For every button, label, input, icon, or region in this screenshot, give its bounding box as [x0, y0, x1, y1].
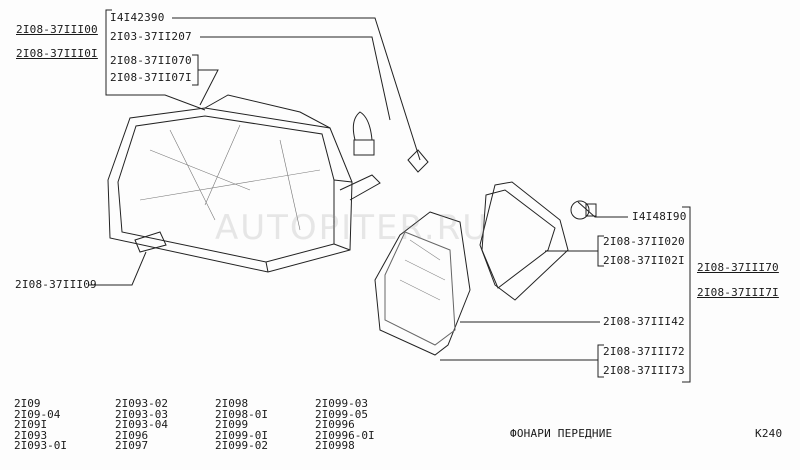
model: 2I093-03 — [115, 407, 168, 421]
model: 2I099-03 — [315, 397, 368, 410]
model: 2I09-04 — [14, 407, 61, 421]
label-clip: 2I08-37III09 — [15, 278, 97, 291]
bracket-left — [105, 9, 206, 111]
model: 2I093 — [14, 428, 48, 442]
label-gasket: 2I08-37III42 — [603, 315, 685, 328]
bracket-lens — [440, 344, 604, 378]
label-part-071: 2I08-37II07I — [110, 71, 192, 84]
model-column-1: 2I09 2I09-04 2I09I 2I093 2I093-0I — [14, 397, 67, 453]
label-bulb-2: 2I03-37II207 — [110, 30, 192, 43]
model-column-2: 2I093-02 2I093-03 2I093-04 2I096 2I097 — [115, 397, 168, 453]
label-assembly-1: 2I08-37III00 — [16, 23, 98, 36]
label-housing-021: 2I08-37II02I — [603, 254, 685, 267]
diagram-title: ФОНАРИ ПЕРЕДНИЕ — [510, 427, 613, 440]
leader-bulb-right — [577, 201, 628, 218]
leader-bulb-2 — [200, 36, 391, 121]
bulb-drawings — [352, 111, 597, 220]
label-lens-72: 2I08-37III72 — [603, 345, 685, 358]
turn-signal-drawing — [374, 181, 569, 356]
model-column-3: 2I098 2I098-0I 2I099 2I099-0I 2I099-02 — [215, 397, 268, 453]
label-assembly-71: 2I08-37III7I — [697, 286, 779, 299]
headlamp-drawing — [107, 94, 381, 273]
model: 2I099-0I — [215, 428, 268, 442]
watermark: AUTOPITER.RU — [215, 208, 490, 248]
page-code: K240 — [755, 427, 783, 440]
model: 2I093-02 — [115, 397, 168, 410]
label-assembly-2: 2I08-37III0I — [16, 47, 98, 60]
model-column-4: 2I099-03 2I099-05 2I0996 2I0996-0I 2I099… — [315, 397, 375, 453]
label-lens-73: 2I08-37III73 — [603, 364, 685, 377]
bracket-070 — [192, 54, 219, 106]
model: 2I099-02 — [215, 439, 268, 453]
label-housing-020: 2I08-37II020 — [603, 235, 685, 248]
model: 2I093-0I — [14, 439, 67, 453]
model: 2I093-04 — [115, 418, 168, 432]
model: 2I098 — [215, 397, 249, 410]
model: 2I0998 — [315, 439, 355, 453]
model: 2I0996 — [315, 418, 355, 432]
model: 2I096 — [115, 428, 149, 442]
leader-bulb-1 — [172, 17, 421, 161]
label-bulb-1: I4I42390 — [110, 11, 165, 24]
leader-clip — [88, 251, 147, 286]
bracket-right — [682, 206, 691, 383]
label-assembly-70: 2I08-37III70 — [697, 261, 779, 274]
label-bulb-right: I4I48I90 — [632, 210, 687, 223]
model: 2I0996-0I — [315, 428, 375, 442]
model: 2I09I — [14, 418, 48, 432]
model: 2I097 — [115, 439, 149, 453]
model: 2I099-05 — [315, 407, 368, 421]
label-part-070: 2I08-37II070 — [110, 54, 192, 67]
model: 2I099 — [215, 418, 249, 432]
model: 2I09 — [14, 397, 41, 410]
model: 2I098-0I — [215, 407, 268, 421]
bracket-housing — [545, 235, 604, 267]
